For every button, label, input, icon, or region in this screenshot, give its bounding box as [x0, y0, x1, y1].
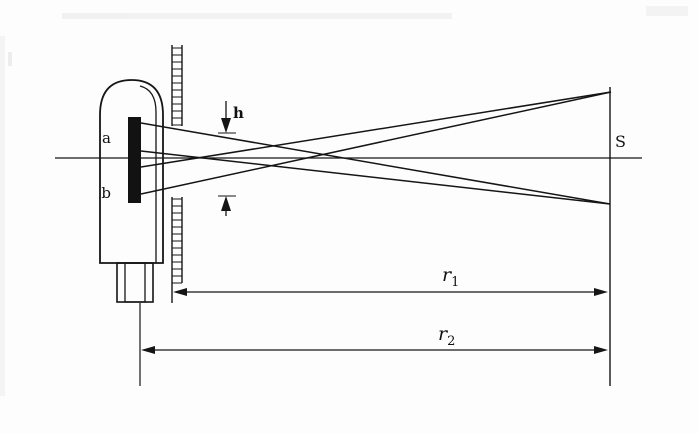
ray-a-lower	[140, 150, 611, 205]
tube-stem-outer	[116, 262, 154, 303]
scan-smudge-left-edge	[0, 36, 5, 396]
r2-label: r2	[438, 323, 455, 349]
r1-label: r1	[442, 264, 459, 290]
r1-arrowhead-right-icon	[594, 288, 608, 296]
source-tube: a b	[99, 79, 164, 303]
scan-smudge-top	[62, 13, 452, 19]
r1-label-base: r	[442, 264, 453, 286]
r1-label-sub: 1	[451, 275, 459, 290]
r2-label-sub: 2	[447, 334, 455, 349]
ray-b-upper	[140, 91, 612, 168]
ray-a-upper	[140, 122, 611, 205]
r2-arrowhead-right-icon	[594, 346, 608, 354]
r2-label-base: r	[438, 323, 449, 345]
h-arrowhead-up-icon	[221, 196, 231, 211]
tube-stem-inner	[124, 262, 146, 303]
target-strip	[128, 117, 141, 203]
ray-bundle	[140, 91, 612, 205]
slit-height-dimension: h	[218, 101, 244, 216]
source-point-b-label: b	[101, 184, 111, 202]
slit-wall	[171, 45, 183, 303]
tube-outline	[99, 79, 164, 264]
dimension-r1: r1	[173, 264, 608, 296]
screen-label: S	[615, 132, 626, 151]
slit-height-label: h	[233, 104, 244, 122]
source-point-a-label: a	[102, 129, 111, 147]
wall-hatching-rungs	[172, 47, 182, 284]
scan-artifacts	[0, 6, 688, 396]
r1-arrowhead-left-icon	[173, 288, 187, 296]
scan-smudge-top-right	[646, 6, 688, 16]
tube-inner-wall	[139, 85, 157, 263]
h-arrowhead-down-icon	[221, 118, 231, 133]
scan-speck	[8, 52, 12, 66]
r2-arrowhead-left-icon	[141, 346, 155, 354]
dimension-r2: r2	[141, 323, 608, 354]
ray-b-lower	[140, 91, 612, 195]
